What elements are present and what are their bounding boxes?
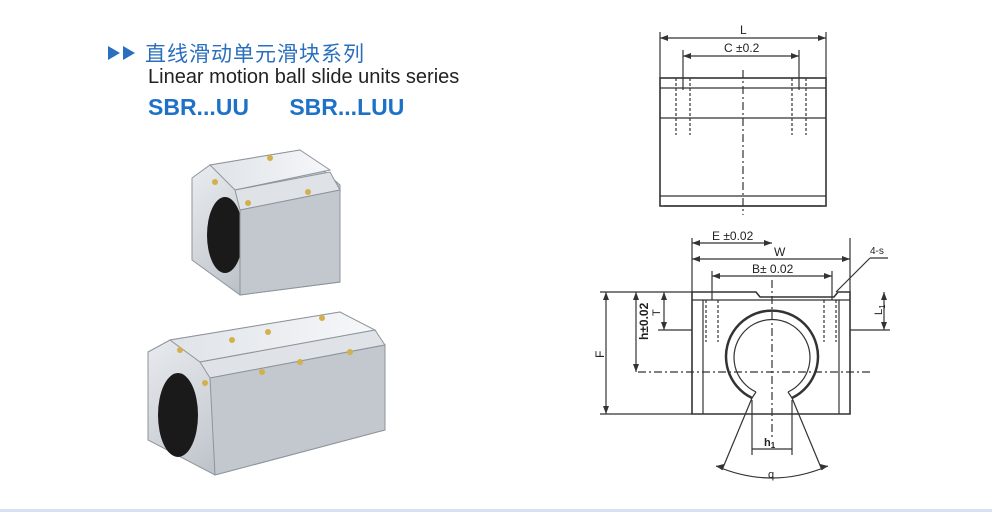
front-view xyxy=(638,280,872,440)
dim-B: B± 0.02 xyxy=(752,262,794,276)
footer-divider xyxy=(0,509,992,512)
dim-F: F xyxy=(593,351,607,358)
double-arrow-icon xyxy=(108,46,135,60)
dim-h1-main: h xyxy=(764,437,771,449)
dim-L1-sub: 1 xyxy=(878,304,887,309)
dim-h: h±0.02 xyxy=(637,302,651,340)
dim-L: L xyxy=(740,23,747,37)
title-english: Linear motion ball slide units series xyxy=(148,66,460,88)
dim-L1-main: L xyxy=(873,309,885,315)
dim-q: q xyxy=(768,469,774,481)
short-block-photo xyxy=(191,149,341,296)
dim-E: E ±0.02 xyxy=(712,229,754,243)
top-view xyxy=(659,32,827,215)
dim-L1: L1 xyxy=(873,304,887,315)
dim-S: 4-s xyxy=(870,246,884,257)
header-row: 直线滑动单元滑块系列 xyxy=(108,38,365,68)
title-chinese: 直线滑动单元滑块系列 xyxy=(145,42,365,66)
dim-T: T xyxy=(651,309,663,316)
dim-h1: h1 xyxy=(764,437,776,450)
model-luu: SBR...LUU xyxy=(289,94,405,120)
model-uu: SBR...UU xyxy=(148,94,249,120)
model-names: SBR...UU SBR...LUU xyxy=(148,94,438,121)
long-block-photo xyxy=(147,311,386,476)
dim-h1-sub: 1 xyxy=(771,441,776,450)
dim-C: C ±0.2 xyxy=(724,41,760,55)
dim-W: W xyxy=(774,245,786,259)
